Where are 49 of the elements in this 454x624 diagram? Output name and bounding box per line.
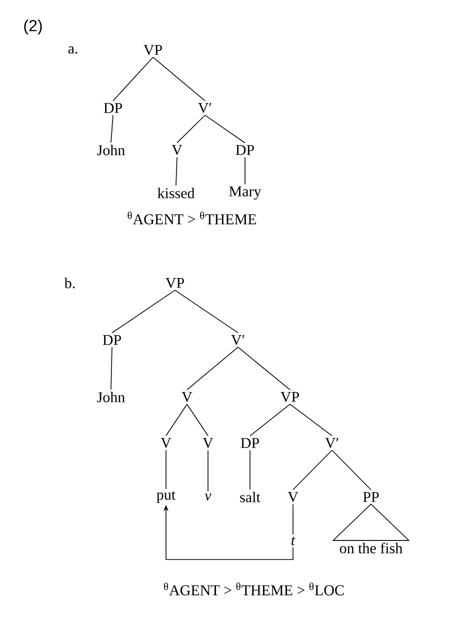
subexample-letter: a. bbox=[68, 46, 78, 54]
category-label: VP bbox=[166, 278, 184, 288]
subexample-letter: b. bbox=[64, 278, 75, 288]
word: salt bbox=[240, 492, 260, 502]
tree-branch bbox=[152, 56, 206, 102]
tree-branch bbox=[110, 346, 112, 390]
tree-branch bbox=[250, 404, 290, 436]
category-label: V bbox=[202, 438, 214, 448]
category-label: V′ bbox=[325, 438, 338, 448]
theta-hierarchy: $^{θ}$AGENT > $^{θ}$THEME bbox=[128, 212, 256, 224]
tree-branch bbox=[292, 504, 294, 535]
category-label: V bbox=[182, 392, 192, 402]
category-label: DP bbox=[104, 103, 122, 113]
category-label: V′ bbox=[231, 334, 244, 346]
category-label: VP bbox=[144, 44, 162, 56]
category-label: V bbox=[160, 438, 172, 448]
category-label: PP bbox=[363, 492, 379, 502]
category-label: VP bbox=[280, 392, 299, 402]
tree-branch bbox=[176, 156, 178, 186]
category-label: V bbox=[172, 144, 182, 156]
tree-branch bbox=[238, 346, 290, 390]
word: t bbox=[292, 536, 296, 546]
category-label: DP bbox=[240, 438, 259, 448]
word: on the fish bbox=[340, 542, 402, 554]
tree-branch bbox=[186, 346, 238, 390]
word: John bbox=[97, 144, 125, 156]
word: v bbox=[204, 493, 212, 500]
tree-branch bbox=[186, 404, 208, 436]
tree-branch bbox=[204, 114, 246, 144]
tree-branch bbox=[174, 290, 238, 334]
tree-branch bbox=[176, 114, 206, 144]
tree-branch bbox=[290, 404, 332, 436]
tree-branch bbox=[112, 290, 176, 334]
tree-branch bbox=[112, 56, 154, 102]
tree-branch bbox=[244, 156, 246, 185]
tree-branch bbox=[110, 114, 114, 143]
tree-branch bbox=[166, 404, 188, 436]
category-label: DP bbox=[236, 145, 254, 155]
theta-hierarchy: $^{θ}$AGENT > $^{θ}$THEME > $^{θ}$LOC bbox=[164, 582, 344, 596]
word: Mary bbox=[229, 186, 262, 200]
tree-branch bbox=[332, 450, 372, 490]
word: John bbox=[97, 392, 125, 402]
word: put bbox=[156, 491, 176, 503]
category-label: V′ bbox=[198, 102, 212, 114]
word: kissed bbox=[158, 188, 195, 198]
example-number: (2) bbox=[24, 20, 42, 34]
category-label: V bbox=[288, 492, 298, 502]
tree-branch bbox=[292, 450, 332, 490]
category-label: DP bbox=[102, 335, 121, 345]
